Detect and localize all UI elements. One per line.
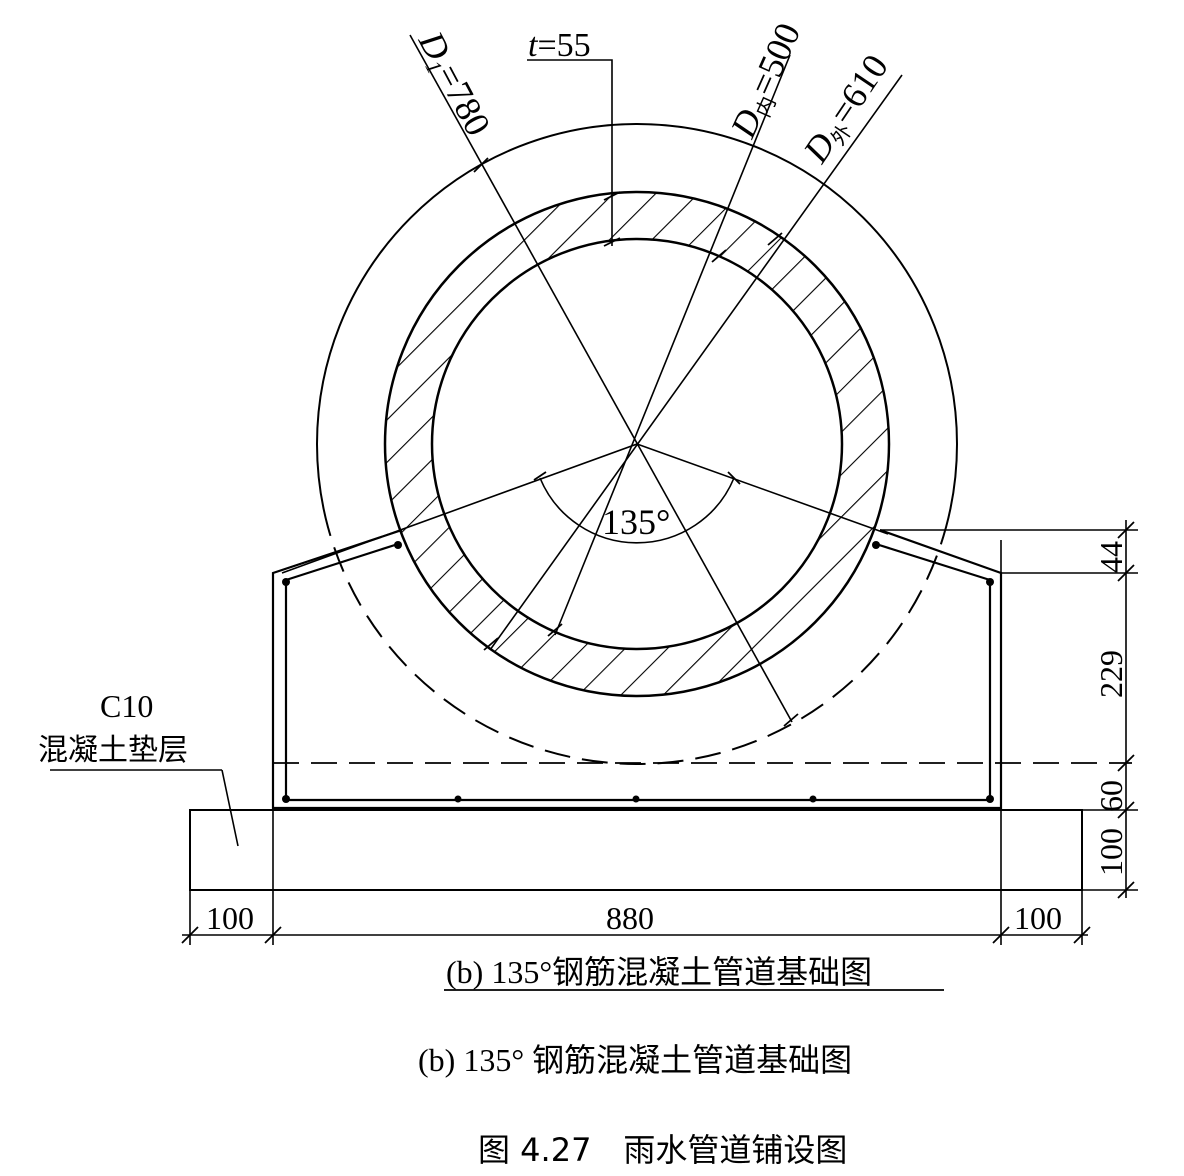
angle-ray-right [636,443,889,535]
vertical-dim-ticks [1117,521,1135,899]
angle-tick-right [727,471,741,485]
dim-60: 60 [1093,780,1129,812]
tick-3 [547,623,563,637]
saddle-outline [271,528,1003,810]
excavation-circle-lower [327,528,947,765]
excavation-circle-upper [316,123,958,528]
pipe-outer-wall [383,190,891,698]
t-tick-top [603,191,621,201]
d1-label: D1=780 [408,24,499,143]
horizontal-dim-ticks [181,926,1091,944]
pipe-inner-wall [430,237,844,651]
c10-cushion-layer [189,809,1083,891]
dwai-leader-line [489,74,903,651]
dim-right-100: 100 [1014,900,1062,936]
dim-left-100: 100 [206,900,254,936]
dim-middle-880: 880 [606,900,654,936]
tick-1 [711,249,727,263]
rebar-dots [282,541,994,803]
t-label: t=55 [528,27,591,64]
material-label-c10: C10 [100,688,153,724]
t-tick-bottom [603,237,621,247]
t-leader-line [527,59,613,246]
subfigure-caption-repeat: (b) 135° 钢筋混凝土管道基础图 [418,1042,852,1078]
dim-44: 44 [1093,541,1129,573]
d1-tick-top [473,157,489,173]
tick-2 [767,232,783,246]
angle-tick-left [533,471,547,481]
material-label-name: 混凝土垫层 [38,733,188,768]
tick-5 [783,713,799,727]
tick-4 [483,637,499,651]
d1-leader-line [409,34,793,723]
dnei-label: D内=500 [722,17,811,145]
dnei-leader-line [554,54,791,636]
figure-caption: 图 4.27 雨水管道铺设图 [478,1131,847,1169]
dim-229: 229 [1093,650,1129,698]
angle-arc [539,477,735,544]
subfigure-caption: (b) 135°钢筋混凝土管道基础图 [446,954,872,990]
angle-label: 135° [602,502,670,542]
angle-ray-left [281,443,638,574]
cushion-leader-line-diag [221,769,239,847]
dim-100-vertical: 100 [1093,828,1129,876]
